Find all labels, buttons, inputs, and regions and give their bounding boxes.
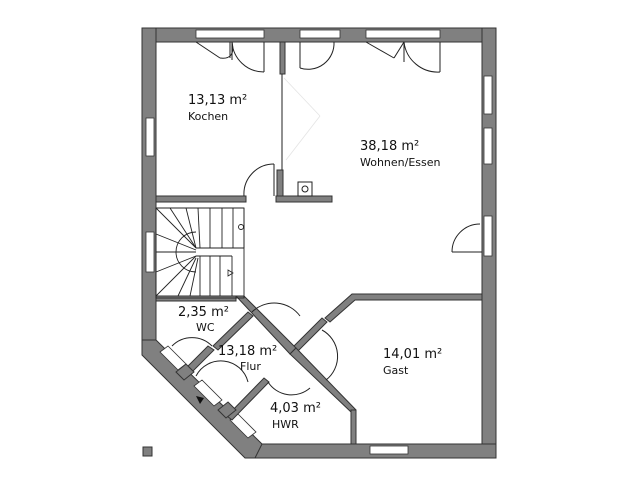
- chimney: [297, 181, 313, 197]
- room-name: Flur: [240, 360, 261, 373]
- room-name: HWR: [272, 418, 299, 431]
- room-area: 14,01 m²: [383, 347, 443, 362]
- room-area: 13,18 m²: [218, 344, 278, 359]
- room-wc: 2,35 m² WC: [178, 306, 229, 333]
- entrance-arrow-icon: [196, 396, 204, 404]
- legend-square: [142, 446, 153, 457]
- room-kochen: 13,13 m² Kochen: [188, 94, 247, 122]
- room-wohnen: 38,18 m² Wohnen/Essen: [360, 140, 441, 168]
- staircase: [155, 207, 245, 299]
- door-swings: [171, 41, 482, 396]
- room-area: 2,35 m²: [178, 305, 229, 320]
- room-gast: 14,01 m² Gast: [383, 348, 442, 376]
- inner-walls: [155, 41, 483, 445]
- room-name: Wohnen/Essen: [360, 156, 441, 169]
- room-name: Gast: [383, 364, 409, 377]
- room-name: Kochen: [188, 110, 229, 123]
- room-area: 4,03 m²: [270, 401, 321, 416]
- room-area: 38,18 m²: [360, 139, 420, 154]
- room-name: WC: [196, 321, 215, 334]
- room-hwr: 4,03 m² HWR: [270, 402, 321, 430]
- room-area: 13,13 m²: [188, 93, 248, 108]
- room-flur: 13,18 m² Flur: [218, 345, 277, 372]
